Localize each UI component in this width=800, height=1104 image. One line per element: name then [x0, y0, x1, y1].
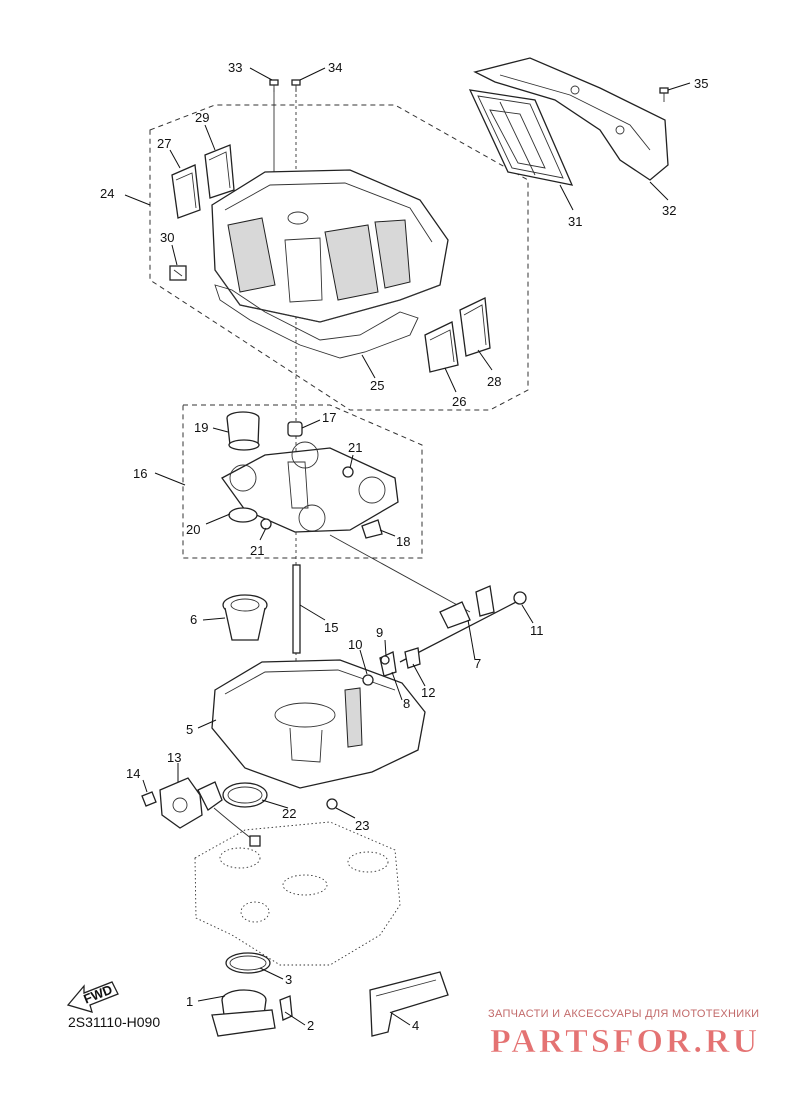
screw-2	[279, 995, 293, 1021]
fwd-arrow-icon: FWD	[66, 981, 119, 1013]
cover-piece-4	[369, 971, 449, 1037]
diagram-code: 2S31110-H090	[68, 1014, 161, 1030]
plug-23	[326, 798, 338, 810]
callout-30: 30	[160, 230, 174, 245]
callout-33: 33	[228, 60, 242, 75]
callout-15: 15	[324, 620, 338, 635]
callout-34: 34	[328, 60, 342, 75]
callout-8: 8	[403, 696, 410, 711]
callout-29: 29	[195, 110, 209, 125]
intake-joint	[211, 989, 276, 1037]
callout-35: 35	[694, 76, 708, 91]
clamp-18	[361, 519, 383, 539]
callout-27: 27	[157, 136, 171, 151]
duct-piece-28	[459, 297, 491, 357]
callout-26: 26	[452, 394, 466, 409]
bolt-21-upper	[342, 466, 354, 478]
clamp-band-3	[225, 952, 271, 974]
bracket-8	[379, 651, 397, 677]
fwd-label: FWD	[81, 982, 114, 1007]
leader-lines	[124, 67, 691, 1026]
joint-piece-27	[171, 164, 201, 219]
callout-19: 19	[194, 420, 208, 435]
ring-20	[228, 507, 258, 523]
air-filter-case	[211, 169, 449, 323]
cylinder-head-outline	[194, 821, 401, 966]
callout-28: 28	[487, 374, 501, 389]
clip-30	[169, 265, 187, 281]
screw-33	[269, 79, 279, 92]
callout-7: 7	[474, 656, 481, 671]
callout-2: 2	[307, 1018, 314, 1033]
callout-20: 20	[186, 522, 200, 537]
callout-3: 3	[285, 972, 292, 987]
nut-10	[362, 674, 374, 686]
callout-9: 9	[376, 625, 383, 640]
callout-23: 23	[355, 818, 369, 833]
callout-17: 17	[322, 410, 336, 425]
airbox-assembly-boundary	[149, 104, 529, 411]
callout-10: 10	[348, 637, 362, 652]
joint-piece-29	[204, 144, 235, 199]
filter-cover	[473, 57, 669, 181]
callout-22: 22	[282, 806, 296, 821]
watermark-caption: ЗАПЧАСТИ И АКСЕССУАРЫ ДЛЯ МОТОТЕХНИКИ	[488, 1008, 760, 1020]
callout-12: 12	[421, 685, 435, 700]
callout-11: 11	[530, 623, 544, 638]
callout-18: 18	[396, 534, 410, 549]
cover-assembly-boundary	[182, 404, 423, 559]
bolt-12	[404, 647, 421, 669]
callout-1: 1	[186, 994, 193, 1009]
callout-21-lower: 21	[250, 543, 264, 558]
callout-16: 16	[133, 466, 147, 481]
screw-34	[291, 79, 301, 92]
case-seal	[214, 284, 419, 359]
cover-plate	[221, 441, 399, 533]
callout-13: 13	[167, 750, 181, 765]
grommet-17	[287, 421, 303, 437]
bolt-21-lower	[260, 518, 272, 530]
shaft-axis	[329, 534, 471, 613]
funnel-6	[222, 594, 268, 641]
air-box-lower-case	[211, 659, 426, 789]
callout-25: 25	[370, 378, 384, 393]
callout-labels: 1 2 3 4 5 6 7 8 9 10 11 12 13 14 15 16 1…	[100, 60, 708, 1033]
watermark-logo-text: PARTSFOR.RU	[490, 1023, 760, 1060]
callout-24: 24	[100, 186, 114, 201]
duct-piece-26	[424, 321, 459, 373]
rod-15	[292, 564, 301, 654]
joint-19	[226, 411, 260, 451]
shaft-assembly	[399, 585, 527, 663]
watermark-logo: PARTSFOR.RU	[490, 1023, 760, 1061]
screw-14	[141, 791, 157, 807]
callout-32: 32	[662, 203, 676, 218]
callout-6: 6	[190, 612, 197, 627]
callout-4: 4	[412, 1018, 419, 1033]
callout-14: 14	[126, 766, 140, 781]
callout-21-upper: 21	[348, 440, 362, 455]
callout-5: 5	[186, 722, 193, 737]
screw-35	[659, 87, 669, 102]
callout-31: 31	[568, 214, 582, 229]
air-filter-element	[468, 89, 574, 186]
washer-9	[380, 655, 390, 665]
throttle-sensor	[159, 777, 261, 847]
